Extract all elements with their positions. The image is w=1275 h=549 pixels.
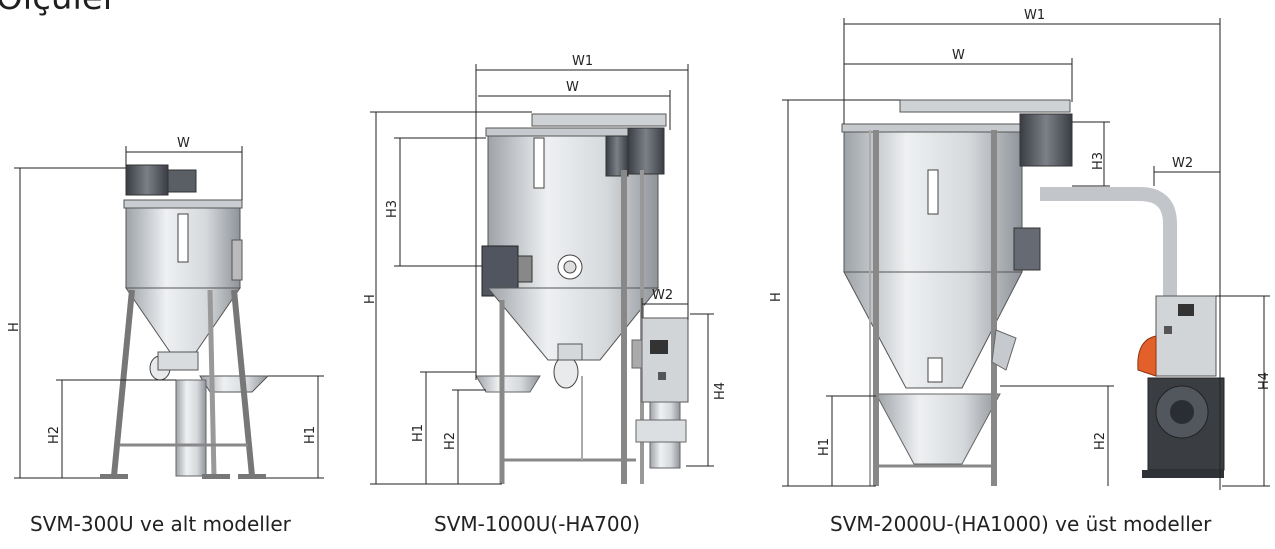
dim-label-h: H (363, 294, 378, 304)
machine-svm-1000u (475, 113, 689, 484)
dim-label-w2: W2 (652, 288, 673, 303)
dim-label-h4: H4 (1257, 372, 1272, 390)
dim-label-w1: W1 (572, 54, 593, 69)
dim-label-h3: H3 (385, 200, 400, 218)
dimensions-fig2: W1 W H H3 H1 H2 W2 H4 (363, 54, 728, 485)
dim-label-h2: H2 (47, 426, 62, 444)
dimensions-fig3: W1 W H H3 W2 H1 H2 H4 (769, 8, 1272, 490)
dimensions-fig1: W H H2 H1 (7, 136, 324, 479)
machine-svm-2000u (841, 99, 1225, 486)
dim-label-h: H (7, 322, 22, 332)
dim-label-w1: W1 (1024, 8, 1045, 23)
dim-label-h1: H1 (817, 438, 832, 456)
dim-label-h: H (769, 292, 784, 302)
machine-svm-300u (100, 164, 270, 479)
dim-label-h1: H1 (411, 424, 426, 442)
dim-label-h2: H2 (1093, 432, 1108, 450)
dim-label-h4: H4 (713, 382, 728, 400)
dim-label-h2: H2 (443, 432, 458, 450)
page-title: Ölçüler (0, 0, 117, 18)
dim-label-w: W (566, 80, 579, 95)
dim-label-h3: H3 (1091, 152, 1106, 170)
dim-label-w: W (952, 48, 965, 63)
caption-svm-2000u: SVM-2000U-(HA1000) ve üst modeller (830, 512, 1212, 536)
dim-label-h1: H1 (303, 426, 318, 444)
dim-label-w2: W2 (1172, 156, 1193, 171)
caption-svm-1000u: SVM-1000U(-HA700) (434, 512, 641, 536)
dim-label-w: W (177, 136, 190, 151)
caption-svm-300u: SVM-300U ve alt modeller (30, 512, 291, 536)
